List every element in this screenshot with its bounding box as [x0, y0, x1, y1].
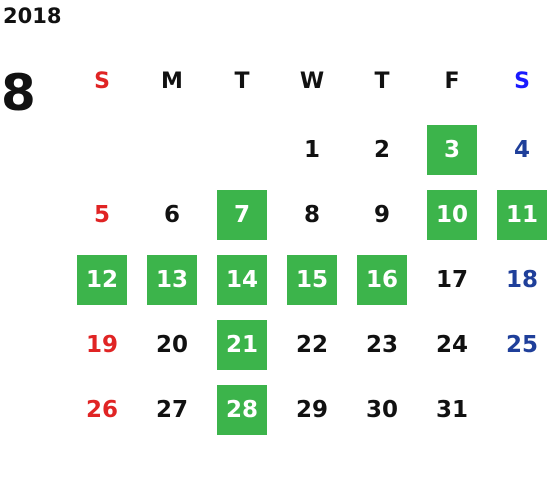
weekday-header-sat: S: [514, 69, 530, 94]
day-31: 31: [435, 397, 468, 423]
year-label: 2018: [3, 4, 62, 28]
day-26: 26: [85, 397, 118, 423]
day-11: 11: [497, 190, 547, 240]
day-7: 7: [217, 190, 267, 240]
day-18: 18: [505, 267, 538, 293]
day-3: 3: [427, 125, 477, 175]
weekday-header-thu: T: [374, 69, 390, 94]
day-27: 27: [155, 397, 188, 423]
day-17: 17: [435, 267, 468, 293]
weekday-header-sun: S: [94, 69, 110, 94]
day-16: 16: [357, 255, 407, 305]
weekday-header-mon: M: [161, 69, 183, 94]
day-30: 30: [365, 397, 398, 423]
day-5: 5: [93, 202, 110, 228]
day-8: 8: [303, 202, 320, 228]
day-20: 20: [155, 332, 188, 358]
day-1: 1: [303, 137, 320, 163]
day-22: 22: [295, 332, 328, 358]
day-21: 21: [217, 320, 267, 370]
day-24: 24: [435, 332, 468, 358]
day-25: 25: [505, 332, 538, 358]
day-23: 23: [365, 332, 398, 358]
day-19: 19: [85, 332, 118, 358]
day-9: 9: [373, 202, 390, 228]
day-10: 10: [427, 190, 477, 240]
day-6: 6: [163, 202, 180, 228]
day-28: 28: [217, 385, 267, 435]
day-13: 13: [147, 255, 197, 305]
day-29: 29: [295, 397, 328, 423]
month-number: 8: [1, 64, 36, 122]
weekday-header-wed: W: [299, 69, 325, 94]
day-15: 15: [287, 255, 337, 305]
weekday-header-tue: T: [234, 69, 250, 94]
day-14: 14: [217, 255, 267, 305]
weekday-header-fri: F: [444, 69, 460, 94]
day-12: 12: [77, 255, 127, 305]
day-4: 4: [513, 137, 530, 163]
day-2: 2: [373, 137, 390, 163]
